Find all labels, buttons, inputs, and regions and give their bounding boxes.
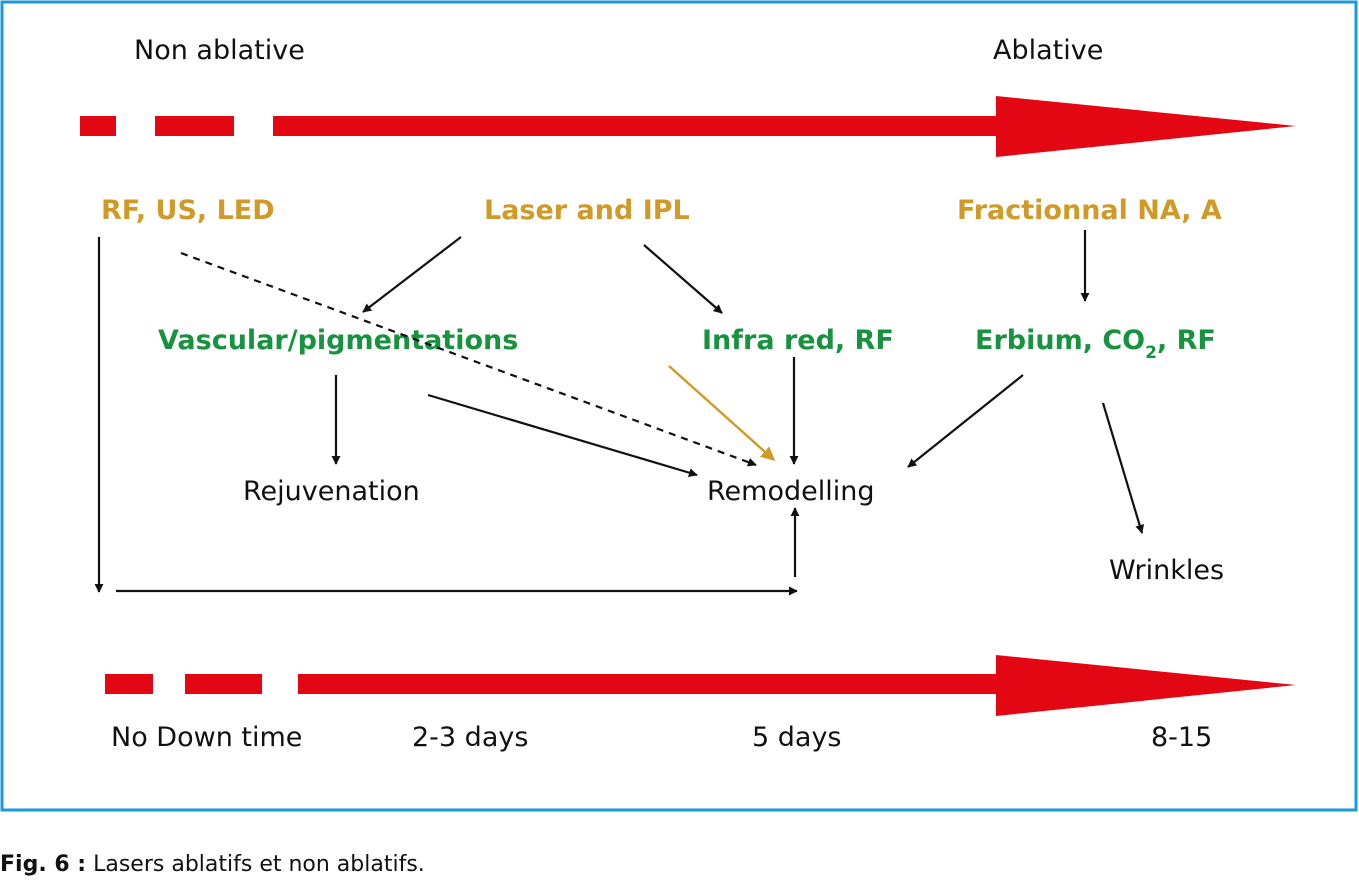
figure-caption: Fig. 6 : Lasers ablatifs et non ablatifs… [0,852,425,877]
arrow-laser-to-vascular [362,236,462,313]
five-days-label: 5 days [752,722,842,753]
figure-caption-text: Lasers ablatifs et non ablatifs. [86,852,425,877]
vascular-pigmentations-label: Vascular/pigmentations [158,325,518,356]
top-timeline-dash-1 [80,116,116,136]
rf-us-led-label: RF, US, LED [101,195,275,226]
top-timeline-arrow [80,96,1296,157]
infrared-rf-label: Infra red, RF [702,325,894,356]
diagram-frame [0,0,1358,812]
arrow-gold-to-remodelling [668,365,776,461]
top-timeline-dash-2 [155,116,234,136]
wrinkles-label: Wrinkles [1109,555,1224,586]
arrow-erbium-to-remodelling [907,374,1024,468]
bottom-timeline-head [996,655,1296,716]
no-down-time-label: No Down time [111,722,302,753]
remodelling-label: Remodelling [707,476,874,507]
arrow-rf-dashed-to-remodelling [180,251,757,467]
two-three-days-label: 2-3 days [412,722,528,753]
erbium-co2-prefix: Erbium, CO [975,325,1145,356]
erbium-co2-rf-label: Erbium, CO2, RF [975,325,1216,363]
non-ablative-label: Non ablative [134,35,305,66]
erbium-co2-subscript: 2 [1145,343,1157,363]
top-timeline-shaft [273,116,1003,136]
diagram: Non ablative Ablative RF, US, LED Laser … [0,0,1358,812]
arrow-vascular-to-remodelling [427,393,698,478]
bottom-timeline-dash-1 [105,674,153,694]
arrow-erbium-to-wrinkles [1101,402,1144,534]
eight-fifteen-label: 8-15 [1151,722,1212,753]
bottom-timeline-shaft [298,674,1003,694]
top-timeline-head [996,96,1296,157]
laser-ipl-label: Laser and IPL [484,195,690,226]
rejuvenation-label: Rejuvenation [243,476,420,507]
figure-number: Fig. 6 : [0,852,87,877]
ablative-label: Ablative [993,35,1103,66]
bottom-timeline-arrow [105,655,1296,716]
erbium-co2-suffix: , RF [1157,325,1216,356]
bottom-timeline-dash-2 [185,674,262,694]
arrow-laser-to-infrared [643,244,723,314]
fractional-label: Fractionnal NA, A [957,195,1222,226]
